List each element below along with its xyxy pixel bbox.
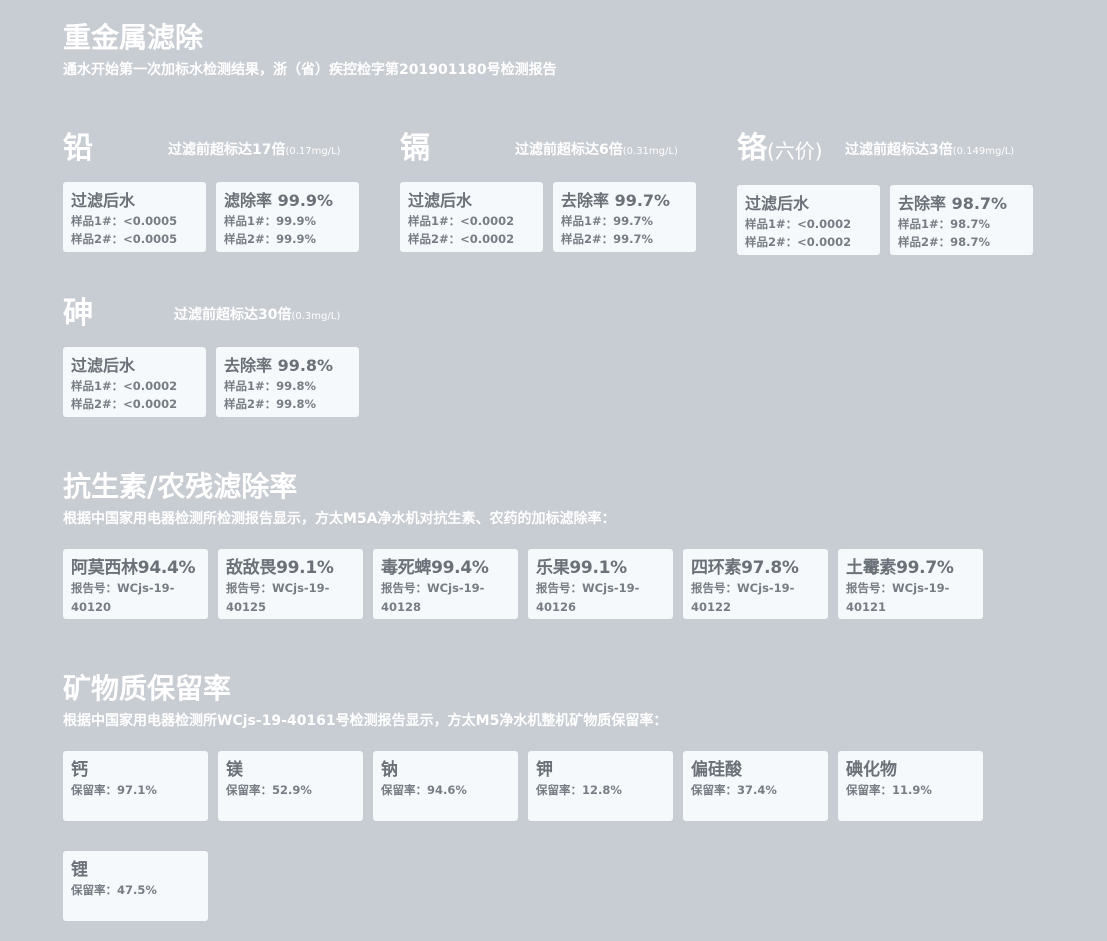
report-number: 报告号：WCjs-19-40125 (226, 581, 330, 614)
heavy-metals-subtitle: 通水开始第一次加标水检测结果，浙（省）疾控检字第201901180号检测报告 (63, 62, 557, 78)
mineral-name: 碘化物 (846, 760, 897, 780)
card-title: 乐果99.1% (536, 558, 627, 578)
removal-rate-card: 去除率 98.7% 样品1#：98.7% 样品2#：98.7% (890, 185, 1033, 255)
after-filter-card: 过滤后水 样品1#：<0.0002 样品2#：<0.0002 (400, 182, 543, 252)
mineral-name: 钠 (381, 760, 398, 780)
metal-name: 铅 (63, 131, 93, 166)
metal-block-cadmium: 镉 过滤前超标达6倍(0.31mg/L) (400, 131, 700, 171)
report-number: 报告号：WCjs-19-40126 (536, 581, 640, 614)
metal-cards-arsenic: 过滤后水 样品1#：<0.0002 样品2#：<0.0002 去除率 99.8%… (63, 347, 359, 417)
sample-2-value: 样品2#：<0.0002 (71, 397, 178, 411)
mineral-card: 偏硅酸 保留率：37.4% (683, 751, 828, 821)
sample-2-value: 样品2#：<0.0002 (745, 235, 852, 249)
exceed-note: 过滤前超标达3倍(0.149mg/L) (845, 142, 1015, 158)
retention-rate: 保留率：52.9% (226, 783, 312, 797)
card-title: 四环素97.8% (691, 558, 799, 578)
mineral-name: 钾 (536, 760, 553, 780)
exceed-note: 过滤前超标达6倍(0.31mg/L) (515, 142, 678, 158)
metal-name: 镉 (400, 131, 430, 166)
sample-2-value: 样品2#：99.9% (224, 232, 317, 246)
exceed-note: 过滤前超标达30倍(0.3mg/L) (174, 307, 341, 323)
antibiotic-card: 敌敌畏99.1% 报告号：WCjs-19-40125 (218, 549, 363, 619)
metal-cards-chromium: 过滤后水 样品1#：<0.0002 样品2#：<0.0002 去除率 98.7%… (737, 185, 1033, 255)
metal-block-chromium: 铬(六价) 过滤前超标达3倍(0.149mg/L) (737, 131, 1037, 171)
removal-rate-card: 去除率 99.7% 样品1#：99.7% 样品2#：99.7% (553, 182, 696, 252)
mineral-card: 镁 保留率：52.9% (218, 751, 363, 821)
minerals-subtitle: 根据中国家用电器检测所WCjs-19-40161号检测报告显示，方太M5净水机整… (63, 713, 668, 729)
after-filter-card: 过滤后水 样品1#：<0.0002 样品2#：<0.0002 (63, 347, 206, 417)
antibiotic-card: 毒死蜱99.4% 报告号：WCjs-19-40128 (373, 549, 518, 619)
metal-name: 铬(六价) (737, 131, 823, 166)
card-title: 土霉素99.7% (846, 558, 954, 578)
exceed-note: 过滤前超标达17倍(0.17mg/L) (168, 142, 341, 158)
mineral-card: 钠 保留率：94.6% (373, 751, 518, 821)
antibiotics-card-row: 阿莫西林94.4% 报告号：WCjs-19-40120 敌敌畏99.1% 报告号… (63, 549, 983, 619)
report-number: 报告号：WCjs-19-40120 (71, 581, 175, 614)
antibiotic-card: 乐果99.1% 报告号：WCjs-19-40126 (528, 549, 673, 619)
sample-2-value: 样品2#：<0.0005 (71, 232, 178, 246)
mineral-card: 钾 保留率：12.8% (528, 751, 673, 821)
mineral-name: 锂 (71, 860, 88, 880)
card-title: 去除率 99.7% (561, 191, 671, 210)
sample-1-value: 样品1#：99.8% (224, 379, 317, 393)
heavy-metals-title: 重金属滤除 (63, 21, 204, 54)
retention-rate: 保留率：97.1% (71, 783, 157, 797)
removal-rate-card: 去除率 99.8% 样品1#：99.8% 样品2#：99.8% (216, 347, 359, 417)
mineral-card: 钙 保留率：97.1% (63, 751, 208, 821)
retention-rate: 保留率：94.6% (381, 783, 467, 797)
card-title: 过滤后水 (71, 356, 136, 375)
sample-1-value: 样品1#：<0.0002 (71, 379, 178, 393)
sample-1-value: 样品1#：<0.0002 (408, 214, 515, 228)
card-title: 过滤后水 (71, 191, 136, 210)
sample-2-value: 样品2#：<0.0002 (408, 232, 515, 246)
antibiotic-card: 阿莫西林94.4% 报告号：WCjs-19-40120 (63, 549, 208, 619)
sample-1-value: 样品1#：99.7% (561, 214, 654, 228)
report-number: 报告号：WCjs-19-40122 (691, 581, 795, 614)
minerals-card-row-1: 钙 保留率：97.1% 镁 保留率：52.9% 钠 保留率：94.6% 钾 保留… (63, 751, 983, 821)
card-title: 去除率 99.8% (224, 356, 334, 375)
card-title: 阿莫西林94.4% (71, 558, 196, 578)
mineral-name: 镁 (226, 760, 243, 780)
card-title: 去除率 98.7% (898, 194, 1008, 213)
metal-cards-cadmium: 过滤后水 样品1#：<0.0002 样品2#：<0.0002 去除率 99.7%… (400, 182, 696, 252)
sample-1-value: 样品1#：98.7% (898, 217, 991, 231)
report-number: 报告号：WCjs-19-40121 (846, 581, 950, 614)
sample-1-value: 样品1#：<0.0002 (745, 217, 852, 231)
sample-1-value: 样品1#：99.9% (224, 214, 317, 228)
minerals-card-row-2: 锂 保留率：47.5% (63, 851, 208, 921)
antibiotic-card: 土霉素99.7% 报告号：WCjs-19-40121 (838, 549, 983, 619)
card-title: 滤除率 99.9% (224, 191, 334, 210)
minerals-title: 矿物质保留率 (63, 672, 232, 705)
mineral-card: 锂 保留率：47.5% (63, 851, 208, 921)
mineral-card: 碘化物 保留率：11.9% (838, 751, 983, 821)
card-title: 毒死蜱99.4% (381, 558, 489, 578)
report-number: 报告号：WCjs-19-40128 (381, 581, 485, 614)
card-title: 过滤后水 (408, 191, 473, 210)
metal-block-lead: 铅 过滤前超标达17倍(0.17mg/L) (63, 131, 363, 171)
retention-rate: 保留率：47.5% (71, 883, 157, 897)
antibiotic-card: 四环素97.8% 报告号：WCjs-19-40122 (683, 549, 828, 619)
mineral-name: 偏硅酸 (691, 760, 742, 780)
removal-rate-card: 滤除率 99.9% 样品1#：99.9% 样品2#：99.9% (216, 182, 359, 252)
retention-rate: 保留率：12.8% (536, 783, 622, 797)
mineral-name: 钙 (71, 760, 88, 780)
sample-2-value: 样品2#：99.7% (561, 232, 654, 246)
antibiotics-subtitle: 根据中国家用电器检测所检测报告显示，方太M5A净水机对抗生素、农药的加标滤除率： (63, 511, 616, 527)
sample-2-value: 样品2#：99.8% (224, 397, 317, 411)
card-title: 敌敌畏99.1% (226, 558, 334, 578)
retention-rate: 保留率：11.9% (846, 783, 932, 797)
antibiotics-title: 抗生素/农残滤除率 (63, 470, 298, 503)
card-title: 过滤后水 (745, 194, 810, 213)
metal-block-arsenic: 砷 过滤前超标达30倍(0.3mg/L) (63, 296, 363, 336)
after-filter-card: 过滤后水 样品1#：<0.0002 样品2#：<0.0002 (737, 185, 880, 255)
sample-2-value: 样品2#：98.7% (898, 235, 991, 249)
metal-cards-lead: 过滤后水 样品1#：<0.0005 样品2#：<0.0005 滤除率 99.9%… (63, 182, 359, 252)
after-filter-card: 过滤后水 样品1#：<0.0005 样品2#：<0.0005 (63, 182, 206, 252)
sample-1-value: 样品1#：<0.0005 (71, 214, 178, 228)
metal-name: 砷 (63, 296, 93, 331)
retention-rate: 保留率：37.4% (691, 783, 777, 797)
